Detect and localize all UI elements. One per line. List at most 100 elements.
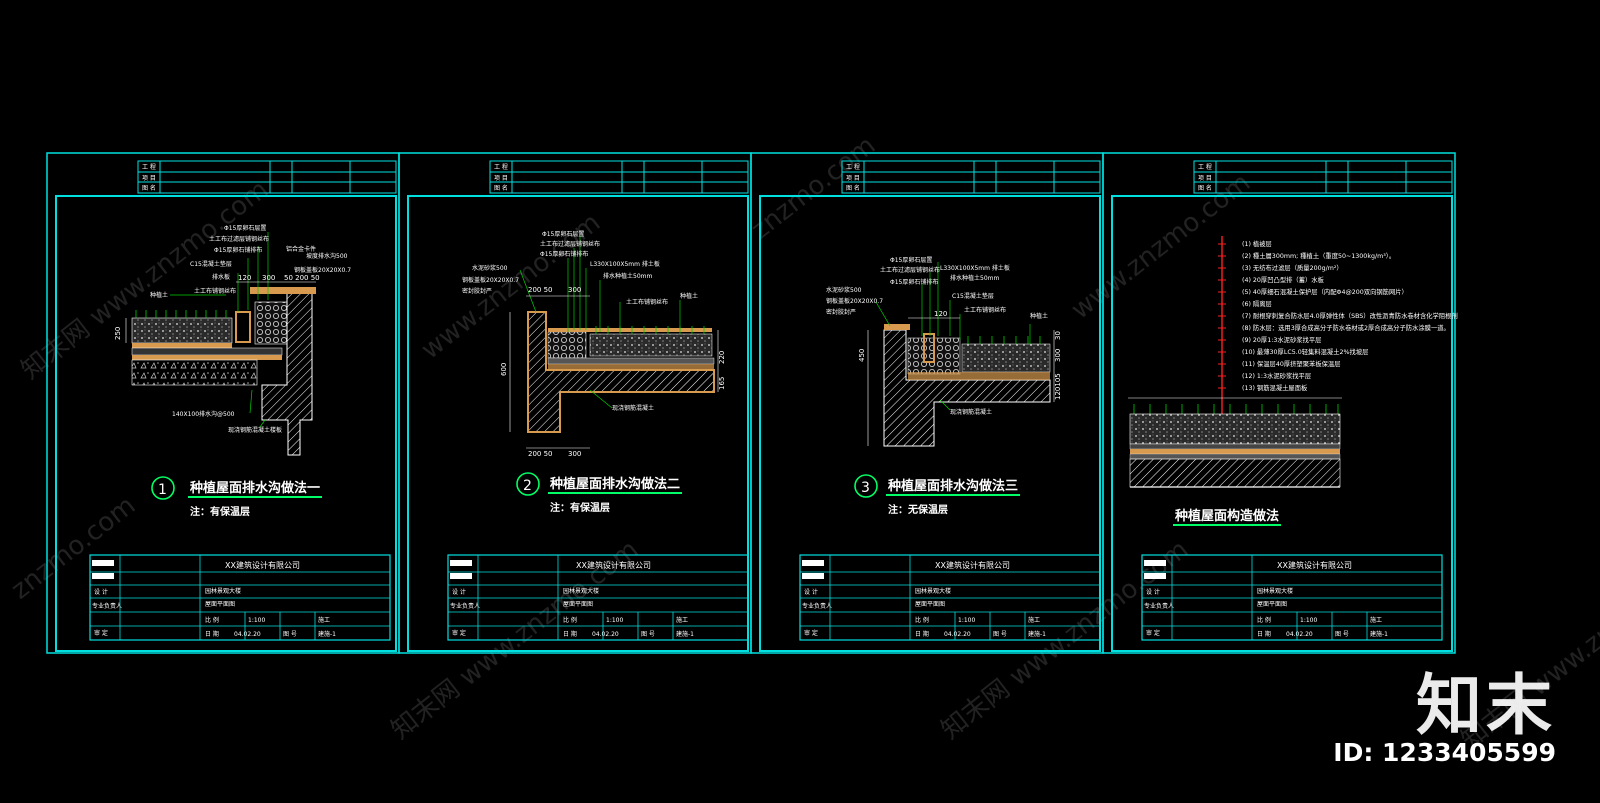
header-row: 工 程 — [1198, 163, 1212, 171]
dimension-text: 220 — [718, 351, 726, 364]
layer-item: (6) 隔离层 — [1242, 299, 1272, 308]
header-row: 项 目 — [494, 175, 508, 182]
dimension-text: 165 — [718, 377, 726, 390]
structural-wall — [527, 311, 715, 433]
dimension-labels: 120 300 50 200 50 250 — [114, 274, 320, 340]
dimension-lines — [867, 317, 1055, 446]
tb-row: 设 计 — [1146, 588, 1160, 596]
callout-text: Φ15厚卵石层置 — [890, 256, 932, 264]
dimension-text: 300 — [568, 286, 581, 294]
header-row: 工 程 — [494, 163, 508, 171]
detail-note: 注：无保温层 — [888, 503, 948, 516]
sheet-label: 图 号 — [1335, 631, 1349, 638]
header-labels: 工 程 项 目 图 名 — [494, 163, 508, 192]
tb-row: 审 定 — [804, 629, 818, 637]
sheet-no: 建施-1 — [318, 630, 336, 638]
drain-board-layer — [132, 343, 232, 348]
protection-layer — [548, 364, 714, 370]
callout-text: 水泥砂浆500 — [826, 286, 862, 294]
tb-row: 专业负责人 — [92, 602, 122, 610]
title-block: 设 计 专业负责人 审 定 XX建筑设计有限公司 园林景观大楼 屋面平面图 比 … — [799, 554, 1101, 641]
project-name: 园林景观大楼 — [205, 587, 241, 595]
callout-text: 土工布铺钢丝布 — [964, 306, 1006, 314]
detail-section-2: Φ15厚卵石层置 土工布过滤层铺钢丝布 Φ15厚卵石铺排布 L330X100X5… — [462, 230, 726, 514]
date-label: 日 期 — [205, 630, 219, 638]
dimension-text: 120 — [238, 274, 251, 282]
sheet-inner-frame — [407, 195, 749, 652]
waterproof-layer — [547, 357, 715, 365]
header-row: 图 名 — [1198, 184, 1212, 192]
protection-layer — [132, 355, 282, 360]
callout-text: 土工布铺钢丝布 — [626, 298, 668, 306]
detail-number: 2 — [523, 478, 532, 494]
scale-value: 1:100 — [248, 617, 265, 624]
callout-text: 土工布铺钢丝布 — [194, 287, 236, 295]
callout-text: 钢板盖板20X20X0.7 — [462, 276, 519, 284]
header-grid — [841, 160, 1101, 194]
sheet-outer-frame — [1102, 152, 1456, 654]
callout-text: 密封胶封严 — [826, 308, 856, 316]
callout-text: 水泥砂浆500 — [472, 264, 508, 272]
drain-board-layer — [548, 328, 712, 332]
watermark: www.znzmo.com — [1066, 168, 1256, 326]
dimension-text: 120 — [934, 310, 947, 318]
header-grid — [1193, 160, 1453, 194]
red-tick-marks — [1218, 243, 1226, 389]
company-name: XX建筑设计有限公司 — [1277, 560, 1352, 570]
callout-text: 土工布过滤层铺钢丝布 — [880, 266, 940, 274]
drawing-name: 屋面平面图 — [1257, 601, 1287, 608]
dimension-text: 30 — [1054, 331, 1062, 340]
detail-number: 3 — [861, 480, 870, 496]
dimension-labels: 120 450 300 30 120105 — [858, 310, 1062, 400]
callout-text: 种植土 — [680, 292, 698, 300]
grass-marks — [135, 310, 227, 318]
filter-layer — [1129, 443, 1341, 450]
scale-label: 比 例 — [205, 616, 219, 624]
protection-layer — [908, 372, 1050, 380]
callout-text: 种植土 — [1030, 312, 1048, 320]
brand-logo: 知末 — [1416, 667, 1556, 744]
dimension-text: 250 — [114, 327, 122, 340]
layer-item: (2) 種土層300mm; 種植土（重度50~1300kg/m³）。 — [1242, 251, 1395, 260]
layer-item: (12) 1:3水泥砂浆找平层 — [1242, 371, 1311, 380]
date-label: 日 期 — [1257, 630, 1271, 638]
layer-item: (4) 20厚凹凸型排（蓄）水板 — [1242, 275, 1325, 284]
sheet-no: 建施-1 — [676, 630, 694, 638]
sheet-label: 图 号 — [283, 631, 297, 638]
date-value: 04.02.20 — [234, 631, 261, 638]
layer-item: (3) 无纺布过滤层（质量200g/m²） — [1242, 263, 1343, 272]
grass-marks — [1133, 404, 1339, 414]
callout-text: Φ15厚卵石铺排布 — [890, 278, 938, 286]
header-labels: 工 程 项 目 图 名 — [1198, 163, 1212, 192]
header-labels: 工 程 项 目 图 名 — [142, 163, 156, 192]
detail-title: 种植屋面排水沟做法二 — [549, 476, 680, 492]
dimension-text: 300 — [1054, 349, 1062, 362]
callout-text: C15混凝土垫层 — [190, 260, 232, 268]
tb-row: 审 定 — [452, 629, 466, 637]
scale-label: 比 例 — [563, 616, 577, 624]
title-block: 设 计 专业负责人 审 定 XX建筑设计有限公司 园林景观大楼 屋面平面图 比 … — [447, 554, 749, 641]
scale-label: 比 例 — [1257, 616, 1271, 624]
dimension-text: 300 — [262, 274, 275, 282]
roof-slab — [131, 359, 258, 386]
callout-text: Φ15厚卵石铺排布 — [540, 250, 588, 258]
stage-value: 施工 — [1370, 616, 1382, 624]
detail-section-3: Φ15厚卵石层置 土工布过滤层铺钢丝布 Φ15厚卵石铺排布 L330X100X5… — [826, 256, 1062, 516]
date-value: 04.02.20 — [944, 631, 971, 638]
company-name: XX建筑设计有限公司 — [935, 560, 1010, 570]
header-row: 工 程 — [846, 163, 860, 171]
dimension-text: 450 — [858, 349, 866, 362]
callout-text: 铝合金卡件 — [286, 245, 316, 253]
dimension-text: 120105 — [1054, 373, 1062, 400]
layer-item: (9) 20厚1:3水泥砂浆找平层 — [1242, 335, 1321, 344]
tb-row: 设 计 — [94, 588, 108, 596]
header-row: 项 目 — [142, 175, 156, 182]
callout-text: 现浇钢筋混凝土 — [612, 404, 654, 412]
detail-section-1: Φ15厚卵石层置 土工布过滤层铺钢丝布 Φ15厚卵石铺排布 C15混凝土垫层 排… — [114, 224, 351, 518]
callout-text: C15混凝土垫层 — [952, 292, 994, 300]
tb-row: 设 计 — [452, 588, 466, 596]
callout-text: 坡度排水沟500 — [306, 252, 348, 260]
drain-board-upstand — [923, 333, 935, 363]
callout-text: 钢板盖板20X20X0.7 — [294, 266, 351, 274]
